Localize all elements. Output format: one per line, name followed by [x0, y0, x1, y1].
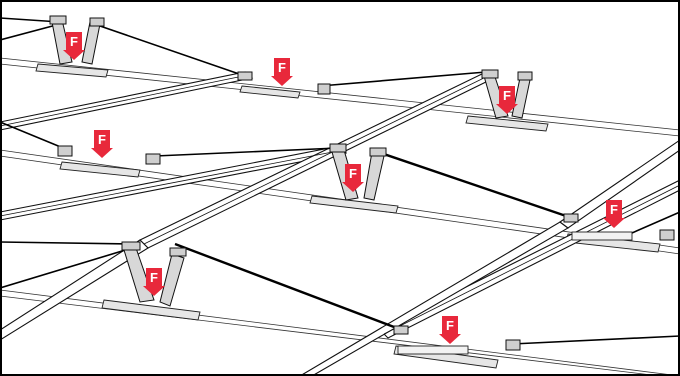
rail-clamp	[57, 145, 73, 157]
base-pad	[465, 115, 549, 132]
rail-clamp	[145, 153, 161, 165]
force-label: F	[98, 132, 106, 147]
force-marker: F	[91, 130, 113, 158]
force-label: F	[610, 202, 618, 217]
force-markers: F F F F F F F	[63, 32, 625, 344]
base-pad	[101, 299, 201, 321]
diagonal-beams	[0, 71, 680, 376]
rail-row-1	[0, 57, 680, 137]
base-pad	[309, 195, 399, 214]
rail-clamp	[659, 229, 675, 241]
diagonal-beam	[0, 71, 254, 131]
force-marker: F	[271, 58, 293, 86]
diagonal-beam	[559, 139, 680, 229]
force-marker: F	[603, 200, 625, 228]
rail-clamp	[563, 213, 579, 223]
rail-clamp	[237, 71, 253, 81]
force-marker: F	[342, 164, 364, 192]
base-pad	[35, 63, 109, 78]
force-marker: F	[496, 86, 518, 114]
force-label: F	[503, 88, 511, 103]
force-marker: F	[143, 268, 165, 296]
force-label: F	[446, 318, 454, 333]
rail-connector	[397, 345, 469, 355]
rail-clamp	[505, 339, 521, 351]
force-marker: F	[439, 316, 461, 344]
rail-clamp	[317, 83, 331, 95]
rail-clamp	[393, 325, 409, 335]
force-label: F	[150, 270, 158, 285]
force-label: F	[70, 34, 78, 49]
base-pad	[59, 161, 141, 178]
force-label: F	[349, 166, 357, 181]
rail-connector	[571, 231, 633, 241]
diagonal-beam	[139, 71, 496, 249]
rail-row-3	[0, 289, 680, 376]
base-pad	[239, 85, 301, 99]
force-label: F	[278, 60, 286, 75]
force-marker: F	[63, 32, 85, 60]
purlins	[0, 17, 680, 345]
diagonal-beam	[0, 239, 149, 341]
